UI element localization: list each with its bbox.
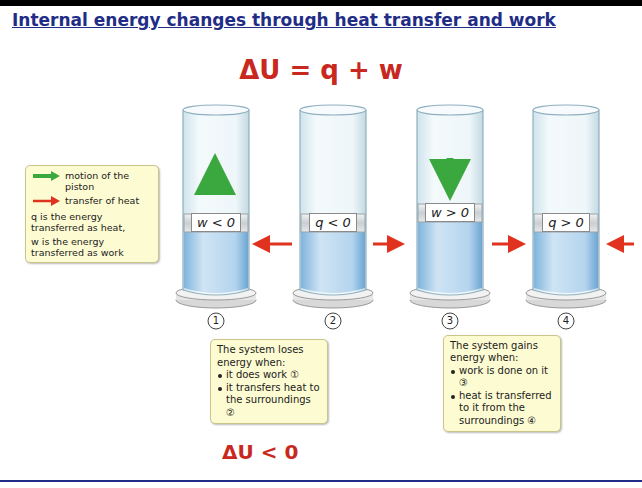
- sign-label: q > 0: [548, 215, 584, 230]
- legend-arrow-head: [51, 171, 60, 181]
- gas-liquid: [301, 232, 365, 293]
- legend-arrow-line: [33, 200, 53, 203]
- bullet: [218, 374, 222, 378]
- piston-label: w > 0: [425, 203, 475, 222]
- sign-label: q < 0: [315, 215, 351, 230]
- piston: [418, 204, 482, 222]
- note-item: it does work ①: [217, 369, 321, 382]
- legend-arrow-head: [51, 196, 60, 206]
- note-box: The system gains energy when:work is don…: [443, 335, 561, 433]
- gas-liquid: [418, 222, 482, 293]
- note-heading: The system loses energy when:: [217, 344, 321, 369]
- legend-text: motion of the piston: [65, 170, 153, 193]
- callout-number: 4: [563, 314, 569, 328]
- piston: [301, 214, 365, 232]
- legend-arrow-sample: [31, 171, 61, 181]
- legend-text: transfer of heat: [65, 195, 153, 206]
- cylinders: [176, 105, 606, 308]
- piston-motion-arrow: [447, 158, 454, 187]
- legend-row: motion of the piston: [31, 170, 153, 193]
- sign-label: w < 0: [197, 215, 235, 230]
- note-text: it does work ①: [226, 369, 321, 382]
- cylinder-rim: [300, 105, 366, 115]
- note-text: heat is transferred to it from the surro…: [459, 390, 554, 428]
- top-bar: [0, 0, 642, 6]
- callout-number: 1: [213, 314, 219, 328]
- equation: ΔU = q + w: [239, 55, 403, 85]
- sign-label: w > 0: [431, 205, 469, 220]
- note-item: work is done on it ③: [450, 365, 554, 390]
- piston-label: q > 0: [542, 213, 590, 232]
- note-box: The system loses energy when:it does wor…: [210, 339, 328, 424]
- bottom-rule: [0, 480, 642, 482]
- piston-label: w < 0: [191, 213, 241, 232]
- note-text: it transfers heat to the surroundings ②: [226, 382, 321, 420]
- glass-cylinder: [533, 110, 599, 295]
- legend-box: motion of the piston transfer of heat q is…: [25, 165, 159, 263]
- piston-label: q < 0: [309, 213, 357, 232]
- heat-arrow: [373, 243, 399, 246]
- glass-cylinder: [300, 110, 366, 295]
- bullet: [451, 370, 455, 374]
- gas-liquid: [184, 232, 248, 293]
- piston: [534, 214, 598, 232]
- cylinder-rim: [533, 105, 599, 115]
- glass-cylinder: [183, 110, 249, 295]
- heat-arrow: [258, 243, 292, 246]
- cylinder-rim: [417, 105, 483, 115]
- legend-note: q is the energy transferred as heat,: [31, 211, 153, 234]
- note-heading: The system gains energy when:: [450, 340, 554, 365]
- piston: [184, 214, 248, 232]
- cylinder-rim: [183, 105, 249, 115]
- callout-number: 3: [447, 314, 453, 328]
- result-equation: ΔU < 0: [222, 440, 298, 464]
- gas-liquid: [534, 232, 598, 293]
- legend-row: transfer of heat: [31, 195, 153, 209]
- heat-arrow: [492, 243, 520, 246]
- piston-motion-arrow: [212, 167, 219, 195]
- bullet: [451, 395, 455, 399]
- note-item: heat is transferred to it from the surro…: [450, 390, 554, 428]
- slide-title: Internal energy changes through heat tra…: [12, 10, 556, 30]
- note-text: work is done on it ③: [459, 365, 554, 390]
- legend-arrow-line: [33, 174, 53, 178]
- glass-cylinder: [417, 110, 483, 295]
- note-item: it transfers heat to the surroundings ②: [217, 382, 321, 420]
- bullet: [218, 387, 222, 391]
- callout-number: 2: [330, 314, 336, 328]
- legend-arrow-sample: [31, 196, 61, 206]
- legend-note: w is the energy transferred as work: [31, 236, 153, 259]
- callout-circles: [208, 313, 574, 329]
- arrows: [215, 158, 634, 244]
- heat-arrow: [612, 243, 634, 246]
